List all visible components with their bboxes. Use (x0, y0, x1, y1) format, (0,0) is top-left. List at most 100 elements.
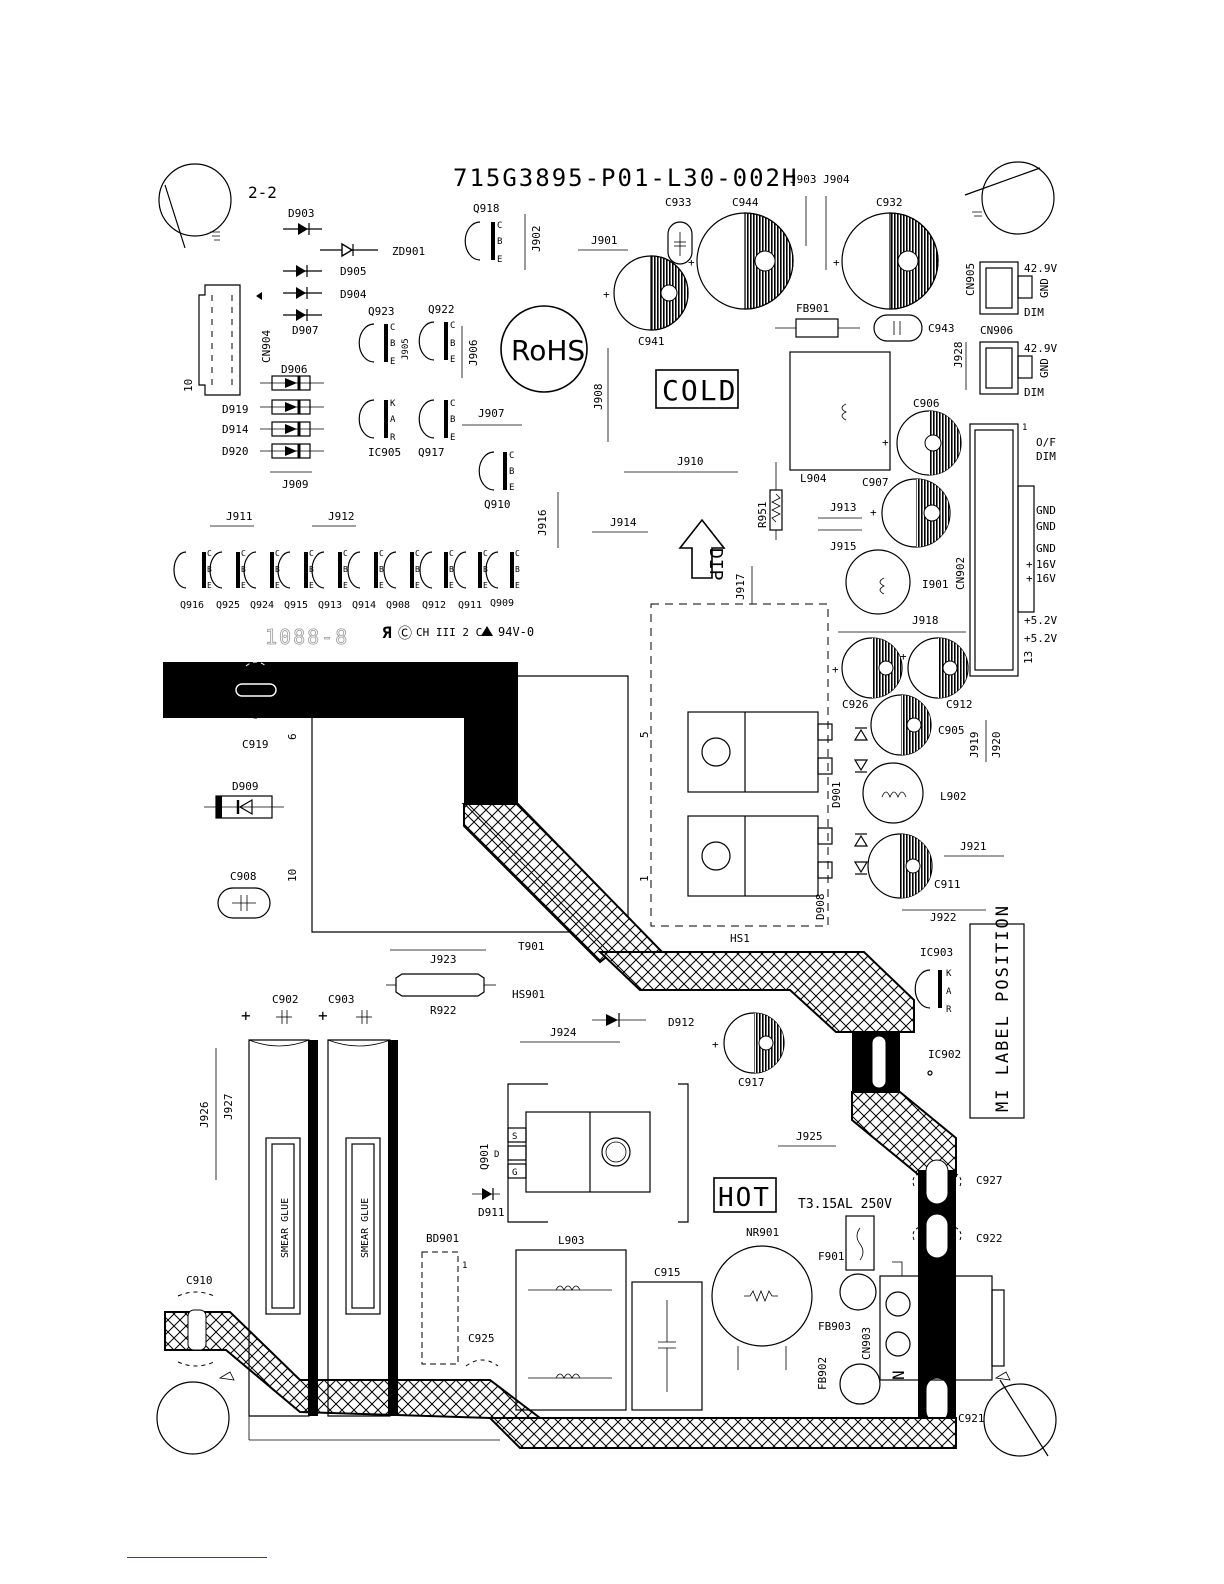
serial-ghost: 1088-8 (265, 625, 349, 649)
transistor-q917: C B E Q917 (418, 399, 455, 459)
ref-cn903: CN903 (860, 1327, 873, 1360)
ref-j927: J927 (222, 1094, 235, 1121)
ref-c917: C917 (738, 1076, 765, 1089)
ref-r922: R922 (430, 1004, 457, 1017)
transistor-q911: C B E Q911 (453, 549, 488, 611)
svg-text:K: K (390, 399, 396, 409)
ref-q908: Q908 (386, 600, 410, 611)
capacitor-c907: C907 + (862, 476, 951, 548)
ref-c902: C902 (272, 993, 299, 1006)
bulk-capacitor-bodies: SMEAR GLUE SMEAR GLUE (248, 1039, 391, 1417)
capacitor-c902: C902 + (241, 993, 299, 1025)
diode-d901: D901 (830, 727, 869, 808)
ul-mark-text: CH III 2 C (416, 626, 482, 639)
ref-q925: Q925 (216, 600, 240, 611)
ref-j903-j904: J903 J904 (790, 173, 850, 186)
bd901-pin: 1 (462, 1261, 467, 1271)
ref-q911: Q911 (458, 600, 482, 611)
ref-i901: I901 (922, 578, 949, 591)
inductor-l902: L902 (862, 762, 967, 824)
cn902-pin-last: 13 (1022, 651, 1035, 664)
ref-j926: J926 (198, 1102, 211, 1129)
inductor-l903: L903 (515, 1234, 627, 1411)
smear-glue-left: SMEAR GLUE (280, 1198, 291, 1258)
capacitor-c903: C903 + (318, 993, 372, 1025)
ref-fb901: FB901 (796, 302, 829, 315)
transistor-q914: C B E Q914 (347, 549, 384, 611)
svg-text:C: C (515, 549, 520, 558)
svg-text:R: R (390, 433, 396, 443)
ref-q922: Q922 (428, 303, 455, 316)
ref-fb902: FB902 (816, 1357, 829, 1390)
c919-pad: C919 (163, 661, 517, 751)
heatsink-hs1: J917 5 1 HS1 (638, 566, 833, 945)
ref-l902: L902 (940, 790, 967, 803)
ref-q912: Q912 (422, 600, 446, 611)
svg-text:E: E (309, 581, 314, 590)
ref-ic905: IC905 (368, 446, 401, 459)
transistor-q922: Q922 C B E J906 (418, 303, 480, 378)
ref-q916: Q916 (180, 600, 204, 611)
t901-pin-6: 6 (286, 733, 299, 740)
cn902-pin-7: 16V (1036, 572, 1056, 585)
svg-text:E: E (515, 581, 520, 590)
svg-text:B: B (450, 415, 455, 425)
ref-d903: D903 (288, 207, 315, 220)
cn902-pin-first: 1 (1022, 423, 1027, 433)
svg-text:C: C (309, 549, 314, 558)
ref-q909: Q909 (490, 598, 514, 609)
ref-zd901: ZD901 (392, 245, 425, 258)
cn902-pin-4: GND (1036, 520, 1056, 533)
ref-j901: J901 (591, 234, 618, 247)
svg-text:C: C (415, 549, 420, 558)
ref-j921: J921 (960, 840, 987, 853)
svg-text:B: B (509, 467, 514, 477)
ferrite-fb902: FB902 (816, 1357, 881, 1405)
cn906-pin-1: 42.9V (1024, 342, 1057, 355)
cn906-pin-2: GND (1038, 358, 1051, 378)
thermistor-nr901: NR901 (711, 1226, 813, 1370)
hs1-pin-1: 1 (638, 875, 651, 882)
transistor-q910: C B E Q910 (478, 451, 514, 511)
connector-cn906: CN906 42.9V GND DIM (979, 324, 1057, 399)
svg-text:B: B (449, 565, 454, 574)
ferrite-fb901: FB901 (775, 302, 860, 338)
svg-text:C: C (390, 323, 395, 333)
capacitor-c908: C908 (217, 870, 271, 919)
diode-d908: D908 (814, 833, 869, 920)
svg-text:E: E (509, 483, 514, 493)
cn902-pin-6: 16V (1036, 558, 1056, 571)
ref-c906: C906 (913, 397, 940, 410)
ref-c908: C908 (230, 870, 257, 883)
ref-d904: D904 (340, 288, 367, 301)
t901-pin-10: 10 (286, 869, 299, 882)
svg-text:C: C (509, 451, 514, 461)
svg-text:C: C (241, 549, 246, 558)
svg-text:+: + (688, 256, 695, 269)
ref-ic903: IC903 (920, 946, 953, 959)
ref-q914: Q914 (352, 600, 376, 611)
transistor-q908: C B E Q908 (383, 549, 420, 611)
svg-text:+: + (241, 1006, 251, 1025)
svg-text:+: + (712, 1038, 719, 1051)
svg-text:A: A (946, 987, 952, 997)
svg-text:B: B (450, 339, 455, 349)
svg-text:S: S (512, 1132, 517, 1142)
cn905-pin-3: DIM (1024, 306, 1044, 319)
resistor-r951: R951 (756, 462, 783, 540)
svg-text:E: E (207, 581, 212, 590)
ref-c919: C919 (242, 738, 269, 751)
svg-text:C: C (449, 549, 454, 558)
ref-q901: Q901 (478, 1144, 491, 1171)
svg-text:E: E (275, 581, 280, 590)
ref-d906: D906 (281, 363, 308, 376)
diode-bank-d906: D906 D919 D914 D920 J909 (222, 363, 324, 491)
connector-cn904: CN904 10 (182, 284, 273, 396)
ref-j928: J928 (952, 342, 965, 369)
ref-c907: C907 (862, 476, 889, 489)
ref-j920: J920 (990, 732, 1003, 759)
diode-d911: D911 (472, 1188, 505, 1219)
diode-d909: D909 (204, 780, 284, 819)
svg-text:+: + (900, 650, 907, 663)
transistor-q915: C B E Q915 (277, 549, 314, 611)
